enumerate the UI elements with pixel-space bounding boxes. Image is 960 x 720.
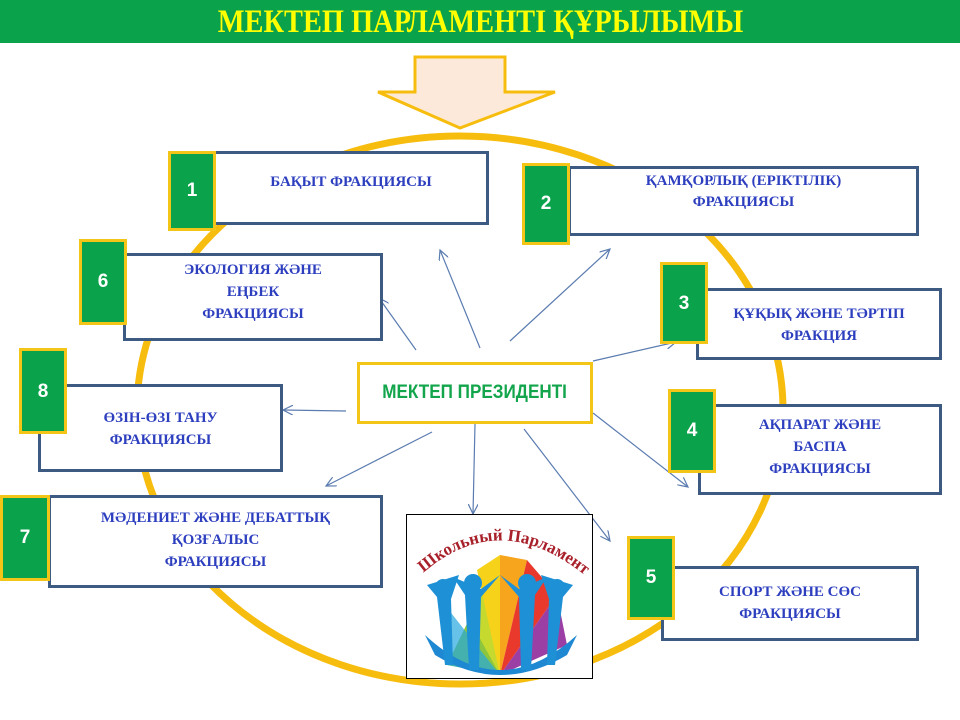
faction-label: БАҚЫТ ФРАКЦИЯСЫ <box>270 174 432 190</box>
title-bar: МЕКТЕП ПАРЛАМЕНТІ ҚҰРЫЛЫМЫ <box>0 0 960 43</box>
number-badge-4: 4 <box>668 389 716 473</box>
number-badge-1: 1 <box>168 151 216 231</box>
number-badge-2: 2 <box>522 163 570 245</box>
number-badge-8: 8 <box>19 348 67 434</box>
faction-label: ЭКОЛОГИЯ ЖӘНЕ ЕҢБЕК ФРАКЦИЯСЫ <box>184 262 322 322</box>
school-parliament-logo: Школьный Парламент <box>406 514 593 679</box>
arrow-to-faction-5 <box>523 428 610 541</box>
faction-label: СПОРТ ЖӘНЕ СӨС ФРАКЦИЯСЫ <box>719 583 861 622</box>
faction-label: ӨЗІН-ӨЗІ ТАНУ ФРАКЦИЯСЫ <box>103 410 218 448</box>
arrow-to-faction-1 <box>440 250 481 349</box>
arrow-to-faction-8 <box>283 410 347 411</box>
faction-box-4: АҚПАРАТ ЖӘНЕ БАСПА ФРАКЦИЯСЫ <box>698 404 942 495</box>
faction-box-8: ӨЗІН-ӨЗІ ТАНУ ФРАКЦИЯСЫ <box>38 384 283 472</box>
faction-label: АҚПАРАТ ЖӘНЕ БАСПА ФРАКЦИЯСЫ <box>758 416 882 477</box>
faction-box-3: ҚҰҚЫҚ ЖӘНЕ ТӘРТІП ФРАКЦИЯ <box>696 288 942 360</box>
president-label: МЕКТЕП ПРЕЗИДЕНТІ <box>382 382 568 403</box>
page-title: МЕКТЕП ПАРЛАМЕНТІ ҚҰРЫЛЫМЫ <box>217 4 743 40</box>
faction-box-1: БАҚЫТ ФРАКЦИЯСЫ <box>213 151 489 225</box>
faction-box-2: ҚАМҚОРЛЫҚ (ЕРІКТІЛІК) ФРАКЦИЯСЫ <box>568 166 919 236</box>
arrow-to-faction-6 <box>379 298 417 351</box>
number-badge-5: 5 <box>627 536 675 620</box>
down-arrow-icon <box>377 55 556 130</box>
arrow-to-faction-3 <box>592 342 676 362</box>
arrow-to-faction-2 <box>509 249 610 342</box>
faction-box-5: СПОРТ ЖӘНЕ СӨС ФРАКЦИЯСЫ <box>661 566 919 641</box>
faction-box-6: ЭКОЛОГИЯ ЖӘНЕ ЕҢБЕК ФРАКЦИЯСЫ <box>123 253 383 341</box>
president-box: МЕКТЕП ПРЕЗИДЕНТІ <box>357 362 593 424</box>
number-badge-6: 6 <box>79 239 127 325</box>
arrow-to-faction-7 <box>326 431 433 486</box>
number-badge-7: 7 <box>0 495 50 581</box>
arrow-to-logo <box>473 423 475 514</box>
arrow-to-faction-4 <box>592 412 688 487</box>
faction-label: ҚҰҚЫҚ ЖӘНЕ ТӘРТІП ФРАКЦИЯ <box>733 306 905 344</box>
number-badge-3: 3 <box>660 262 708 344</box>
faction-label: ҚАМҚОРЛЫҚ (ЕРІКТІЛІК) ФРАКЦИЯСЫ <box>645 173 842 210</box>
faction-box-7: МӘДЕНИЕТ ЖӘНЕ ДЕБАТТЫҚ ҚОЗҒАЛЫС ФРАКЦИЯС… <box>48 495 383 588</box>
faction-label: МӘДЕНИЕТ ЖӘНЕ ДЕБАТТЫҚ ҚОЗҒАЛЫС ФРАКЦИЯС… <box>100 509 331 570</box>
